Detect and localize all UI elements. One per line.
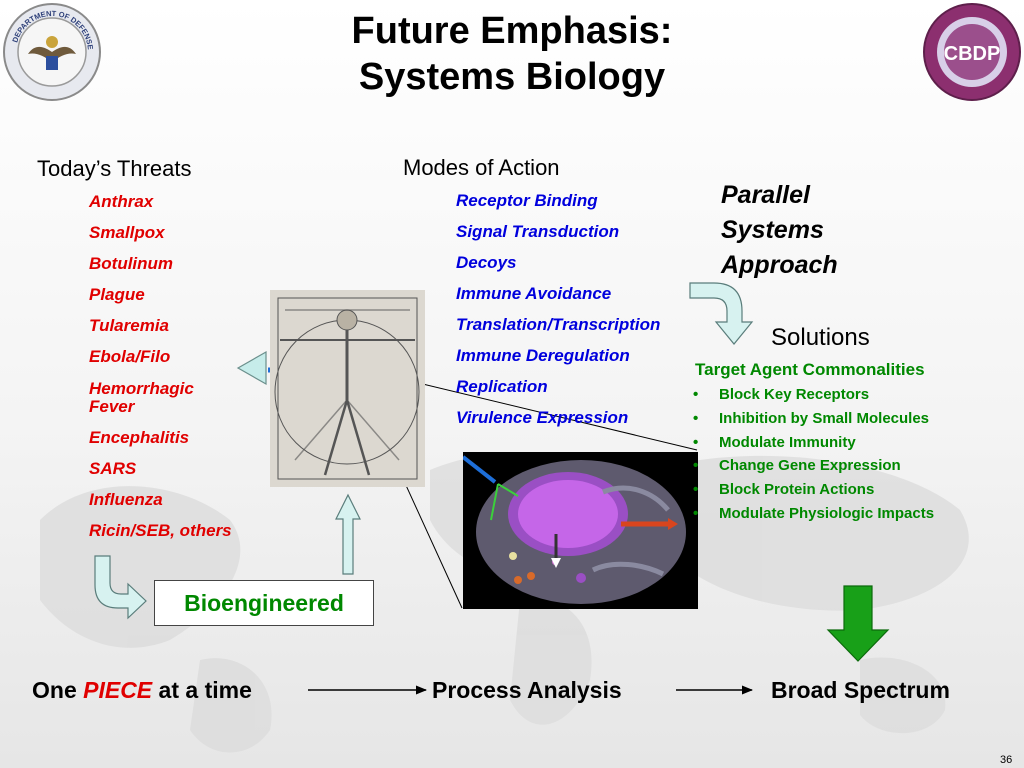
threat-plague: Plague	[89, 285, 145, 304]
threats-heading: Today’s Threats	[37, 156, 192, 181]
green-down-arrow-icon	[826, 585, 890, 662]
page-title-line1: Future Emphasis:	[351, 10, 673, 52]
solution-item: • Block Key Receptors	[693, 386, 870, 403]
mode-decoys: Decoys	[456, 253, 517, 272]
mode-immune-deregulation: Immune Deregulation	[456, 346, 630, 365]
solution-item: • Inhibition by Small Molecules	[693, 410, 930, 427]
bottom-piece-highlight: PIECE	[83, 677, 153, 703]
modes-heading: Modes of Action	[403, 155, 560, 180]
parallel-line1: Parallel	[721, 181, 810, 209]
threat-smallpox: Smallpox	[89, 223, 165, 242]
up-arrow-icon	[335, 493, 361, 575]
cbdp-logo-text: CBDP	[944, 43, 1001, 65]
vitruvian-man-image	[270, 290, 425, 487]
mode-immune-avoidance: Immune Avoidance	[456, 284, 612, 303]
cbdp-seal-logo: CBDP	[922, 2, 1022, 102]
solution-item: • Modulate Immunity	[693, 434, 856, 451]
parallel-line3: Approach	[721, 251, 838, 279]
threat-anthrax: Anthrax	[89, 192, 154, 211]
mode-signal-transduction: Signal Transduction	[456, 222, 620, 241]
page-title-line2: Systems Biology	[358, 56, 666, 98]
solutions-subheading: Target Agent Commonalities	[695, 360, 925, 379]
solution-modulate-physiologic-impacts: Modulate Physiologic Impacts	[719, 505, 935, 522]
threat-sars: SARS	[89, 459, 137, 478]
mode-replication: Replication	[456, 377, 548, 396]
bullet-icon: •	[693, 410, 699, 427]
hook-arrow-left-icon	[94, 555, 147, 620]
solution-block-protein-actions: Block Protein Actions	[719, 481, 875, 498]
bioengineered-box: Bioengineered	[154, 580, 374, 626]
threat-encephalitis: Encephalitis	[89, 428, 190, 447]
solution-item: • Block Protein Actions	[693, 481, 875, 498]
threat-botulinum: Botulinum	[89, 254, 174, 273]
bullet-icon: •	[693, 505, 699, 522]
parallel-line2: Systems	[721, 216, 824, 244]
solution-item: • Modulate Physiologic Impacts	[693, 505, 935, 522]
bottom-one-piece: One PIECE at a time	[32, 677, 252, 704]
bullet-icon: •	[693, 457, 699, 474]
bottom-one-prefix: One	[32, 677, 84, 703]
pale-triangle-icon	[236, 350, 267, 386]
bottom-broad-spectrum: Broad Spectrum	[771, 677, 950, 703]
solution-block-key-receptors: Block Key Receptors	[719, 386, 870, 403]
page-number: 36	[1000, 754, 1013, 766]
mode-virulence-expression: Virulence Expression	[456, 408, 629, 427]
threat-hemorrhagic-fever: Hemorrhagic Fever	[89, 379, 194, 416]
threat-ebola: Ebola/Filo	[89, 347, 171, 366]
bottom-process-analysis: Process Analysis	[432, 677, 622, 703]
solution-item: • Change Gene Expression	[693, 457, 901, 474]
mode-translation-transcription: Translation/Transcription	[456, 315, 661, 334]
solutions-heading: Solutions	[771, 324, 870, 351]
bottom-one-suffix: at a time	[152, 677, 252, 703]
cell-illustration-image	[461, 452, 698, 609]
solution-modulate-immunity: Modulate Immunity	[719, 434, 856, 451]
threat-tularemia: Tularemia	[89, 316, 170, 335]
bullet-icon: •	[693, 434, 699, 451]
dod-seal-logo: DEPARTMENT OF DEFENSE	[2, 2, 102, 102]
bullet-icon: •	[693, 481, 699, 498]
threat-influenza: Influenza	[89, 490, 163, 509]
threat-ricin: Ricin/SEB, others	[89, 521, 232, 540]
mode-receptor-binding: Receptor Binding	[456, 191, 598, 210]
hook-arrow-right-icon	[689, 282, 754, 345]
bullet-icon: •	[693, 386, 699, 403]
solution-change-gene-expression: Change Gene Expression	[719, 457, 901, 474]
solution-inhibition-small-molecules: Inhibition by Small Molecules	[719, 410, 930, 427]
